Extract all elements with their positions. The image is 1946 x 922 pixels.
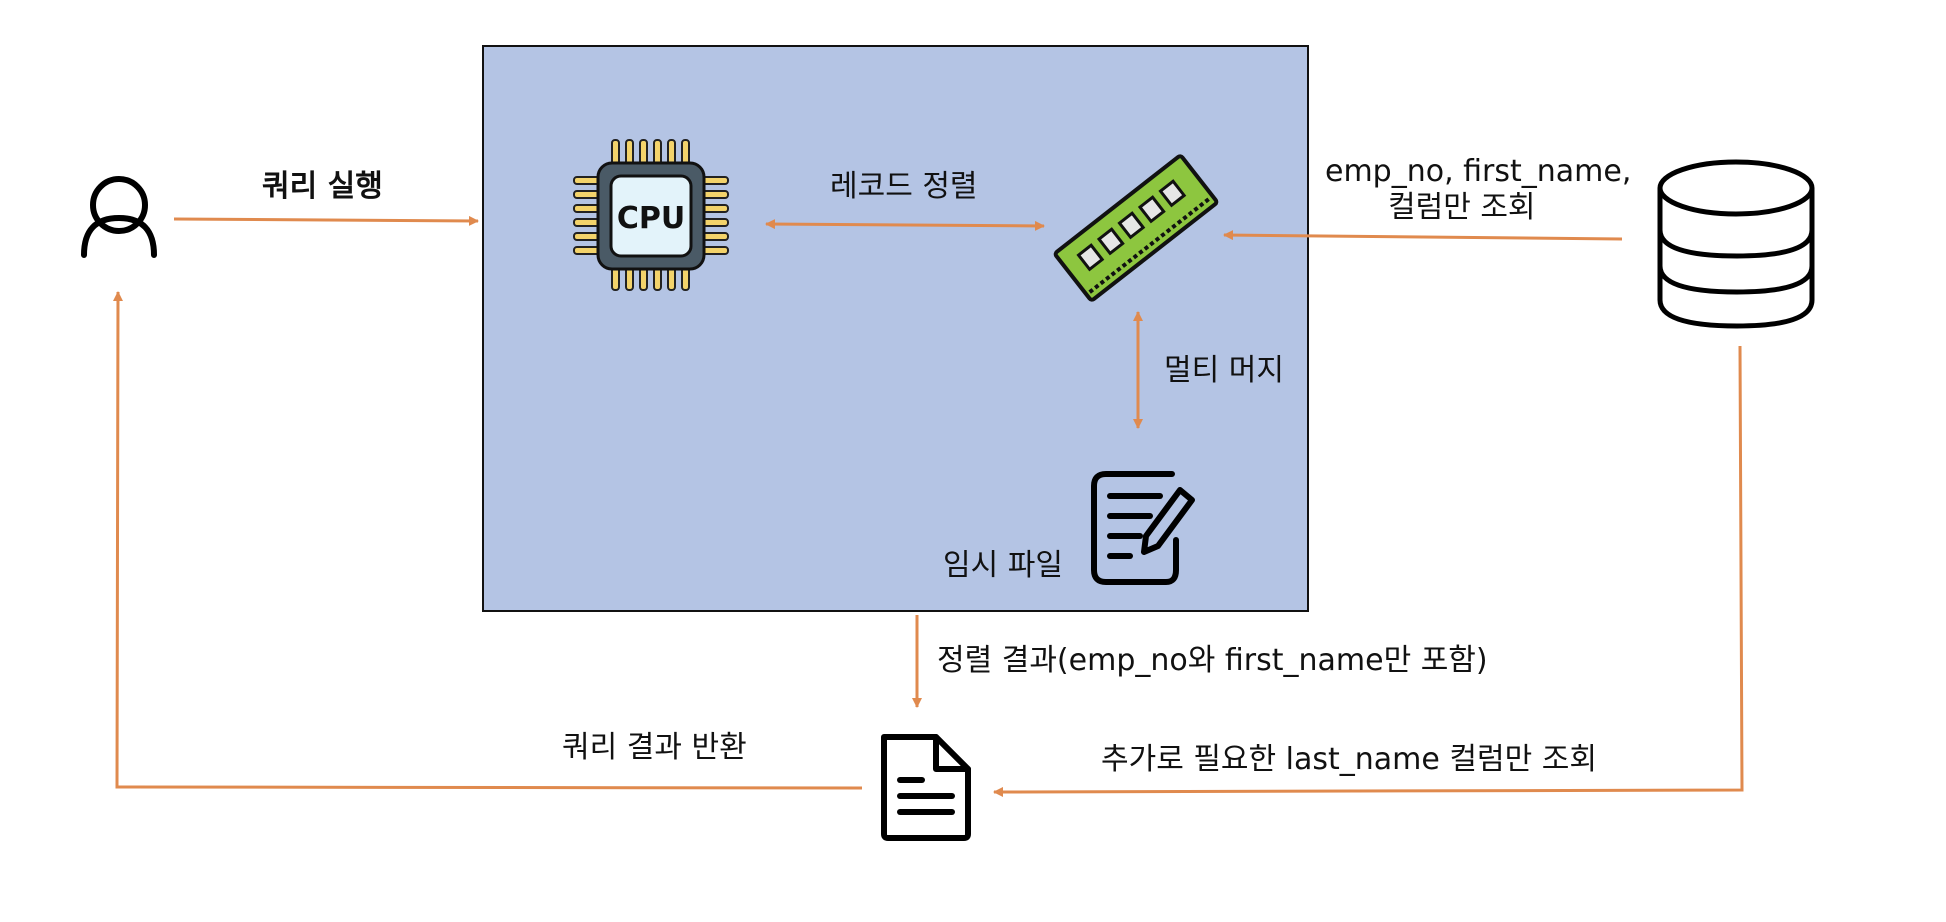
extra-select-arrow bbox=[993, 345, 1744, 797]
server-box bbox=[482, 45, 1309, 612]
db-select-label-line1: emp_no, first_name, bbox=[1325, 154, 1631, 189]
document-pen-icon bbox=[1091, 471, 1195, 585]
query-result-arrow bbox=[112, 291, 863, 790]
cpu-chip-icon: CPU bbox=[573, 139, 729, 291]
query-exec-label: 쿼리 실행 bbox=[262, 169, 383, 204]
database-icon bbox=[1657, 159, 1815, 329]
record-sort-arrow bbox=[765, 219, 1045, 231]
sort-result-label: 정렬 결과(emp_no와 first_name만 포함) bbox=[937, 643, 1488, 678]
query-result-label: 쿼리 결과 반환 bbox=[562, 730, 747, 765]
record-sort-label: 레코드 정렬 bbox=[830, 169, 978, 204]
query-exec-arrow bbox=[173, 215, 479, 226]
document-icon bbox=[881, 734, 971, 841]
user-icon bbox=[81, 176, 157, 258]
memory-module-icon bbox=[1053, 154, 1219, 302]
cpu-chip-text: CPU bbox=[617, 201, 685, 236]
extra-select-label: 추가로 필요한 last_name 컬럼만 조회 bbox=[1101, 742, 1597, 777]
db-select-arrow bbox=[1223, 230, 1623, 241]
multi-merge-label: 멀티 머지 bbox=[1164, 353, 1284, 388]
temp-file-label: 임시 파일 bbox=[943, 548, 1063, 583]
db-select-label-line2: 컬럼만 조회 bbox=[1388, 190, 1536, 225]
